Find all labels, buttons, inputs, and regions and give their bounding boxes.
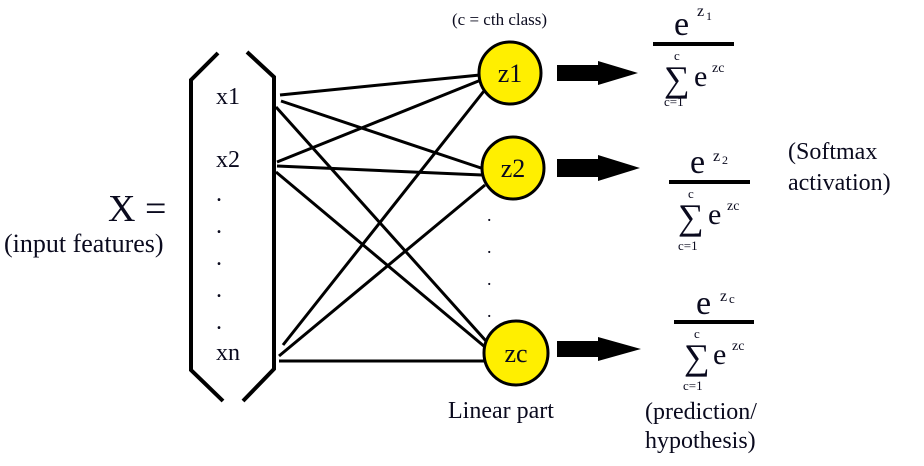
node-circle (482, 319, 550, 387)
node-label: z2 (501, 154, 526, 183)
softmax-fraction-2: e z 2 c ∑ e zc c=1 (669, 144, 750, 253)
edge-x2-z2 (276, 164, 483, 177)
denominator-base: e (694, 60, 707, 93)
numerator-base: e (696, 285, 711, 322)
ellipsis-dot: . (487, 269, 492, 289)
sum-lower: c=1 (664, 94, 684, 109)
ellipsis-dot: . (487, 205, 492, 225)
sum-upper: c (688, 186, 694, 201)
input-xn: xn (216, 340, 240, 366)
softmax-label-line2: activation) (788, 170, 891, 196)
edge-xn-z1 (281, 90, 486, 346)
input-x1: x1 (216, 84, 240, 110)
edge-x1-zc (274, 105, 488, 343)
numerator-sub: 1 (706, 9, 712, 23)
numerator-exp: z (697, 3, 704, 20)
input-entries: x1 x2 . . . . . xn (216, 84, 240, 366)
sum-upper: c (674, 48, 680, 63)
node-z2: z2 (480, 135, 546, 201)
vector-bracket-left (189, 51, 225, 403)
node-zc: zc (482, 319, 550, 387)
input-dot: . (216, 277, 222, 303)
denominator-exp: zc (732, 339, 744, 354)
denominator-exp: zc (712, 61, 724, 76)
denominator-base: e (713, 338, 726, 371)
input-features-caption: (input features) (4, 229, 164, 258)
class-note: (c = cth class) (452, 10, 547, 29)
node-label: z1 (498, 59, 523, 88)
linear-part-caption: Linear part (448, 398, 554, 424)
edge-xn-z2 (278, 183, 486, 358)
node-z1: z1 (477, 40, 543, 106)
arrow-right-icon (557, 155, 640, 181)
numerator-sub: c (729, 291, 735, 306)
input-dot: . (216, 181, 222, 207)
denominator-base: e (708, 198, 721, 231)
denominator-exp: zc (727, 199, 739, 214)
arrow-z1 (557, 61, 638, 85)
sum-symbol: ∑ (684, 337, 710, 377)
input-x2: x2 (216, 147, 240, 173)
node-label: zc (504, 339, 527, 368)
arrow-z2 (557, 155, 640, 181)
prediction-label-line2: hypothesis) (645, 428, 756, 454)
input-dot: . (216, 309, 222, 335)
node-ellipsis: . . . . (487, 205, 492, 321)
softmax-fraction-1: e z 1 c ∑ e zc c=1 (653, 3, 734, 109)
numerator-sub: 2 (722, 153, 728, 167)
vector-bracket-right (241, 50, 276, 403)
x-equals-label: X = (108, 188, 166, 230)
sum-upper: c (694, 326, 700, 341)
edges (274, 73, 488, 363)
input-dot: . (216, 245, 222, 271)
edge-x1-z2 (280, 99, 482, 170)
ellipsis-dot: . (487, 301, 492, 321)
arrow-zc (557, 337, 641, 361)
node-circle (477, 40, 543, 106)
edge-x2-z1 (276, 78, 482, 164)
edge-x1-z1 (279, 73, 481, 97)
softmax-fraction-c: e z c c ∑ e zc c=1 (674, 285, 754, 393)
input-dot: . (216, 213, 222, 239)
sum-symbol: ∑ (664, 59, 690, 99)
arrow-right-icon (557, 61, 638, 85)
node-circle (480, 135, 546, 201)
sum-lower: c=1 (683, 378, 703, 393)
arrow-right-icon (557, 337, 641, 361)
edge-x2-zc (275, 170, 486, 349)
softmax-label-line1: (Softmax (788, 139, 877, 165)
sum-lower: c=1 (678, 238, 698, 253)
sum-symbol: ∑ (678, 197, 704, 237)
numerator-exp: z (713, 148, 720, 165)
prediction-label-line1: (prediction/ (645, 399, 757, 425)
numerator-exp: z (720, 288, 727, 305)
ellipsis-dot: . (487, 237, 492, 257)
numerator-base: e (690, 144, 705, 181)
numerator-base: e (674, 6, 689, 43)
